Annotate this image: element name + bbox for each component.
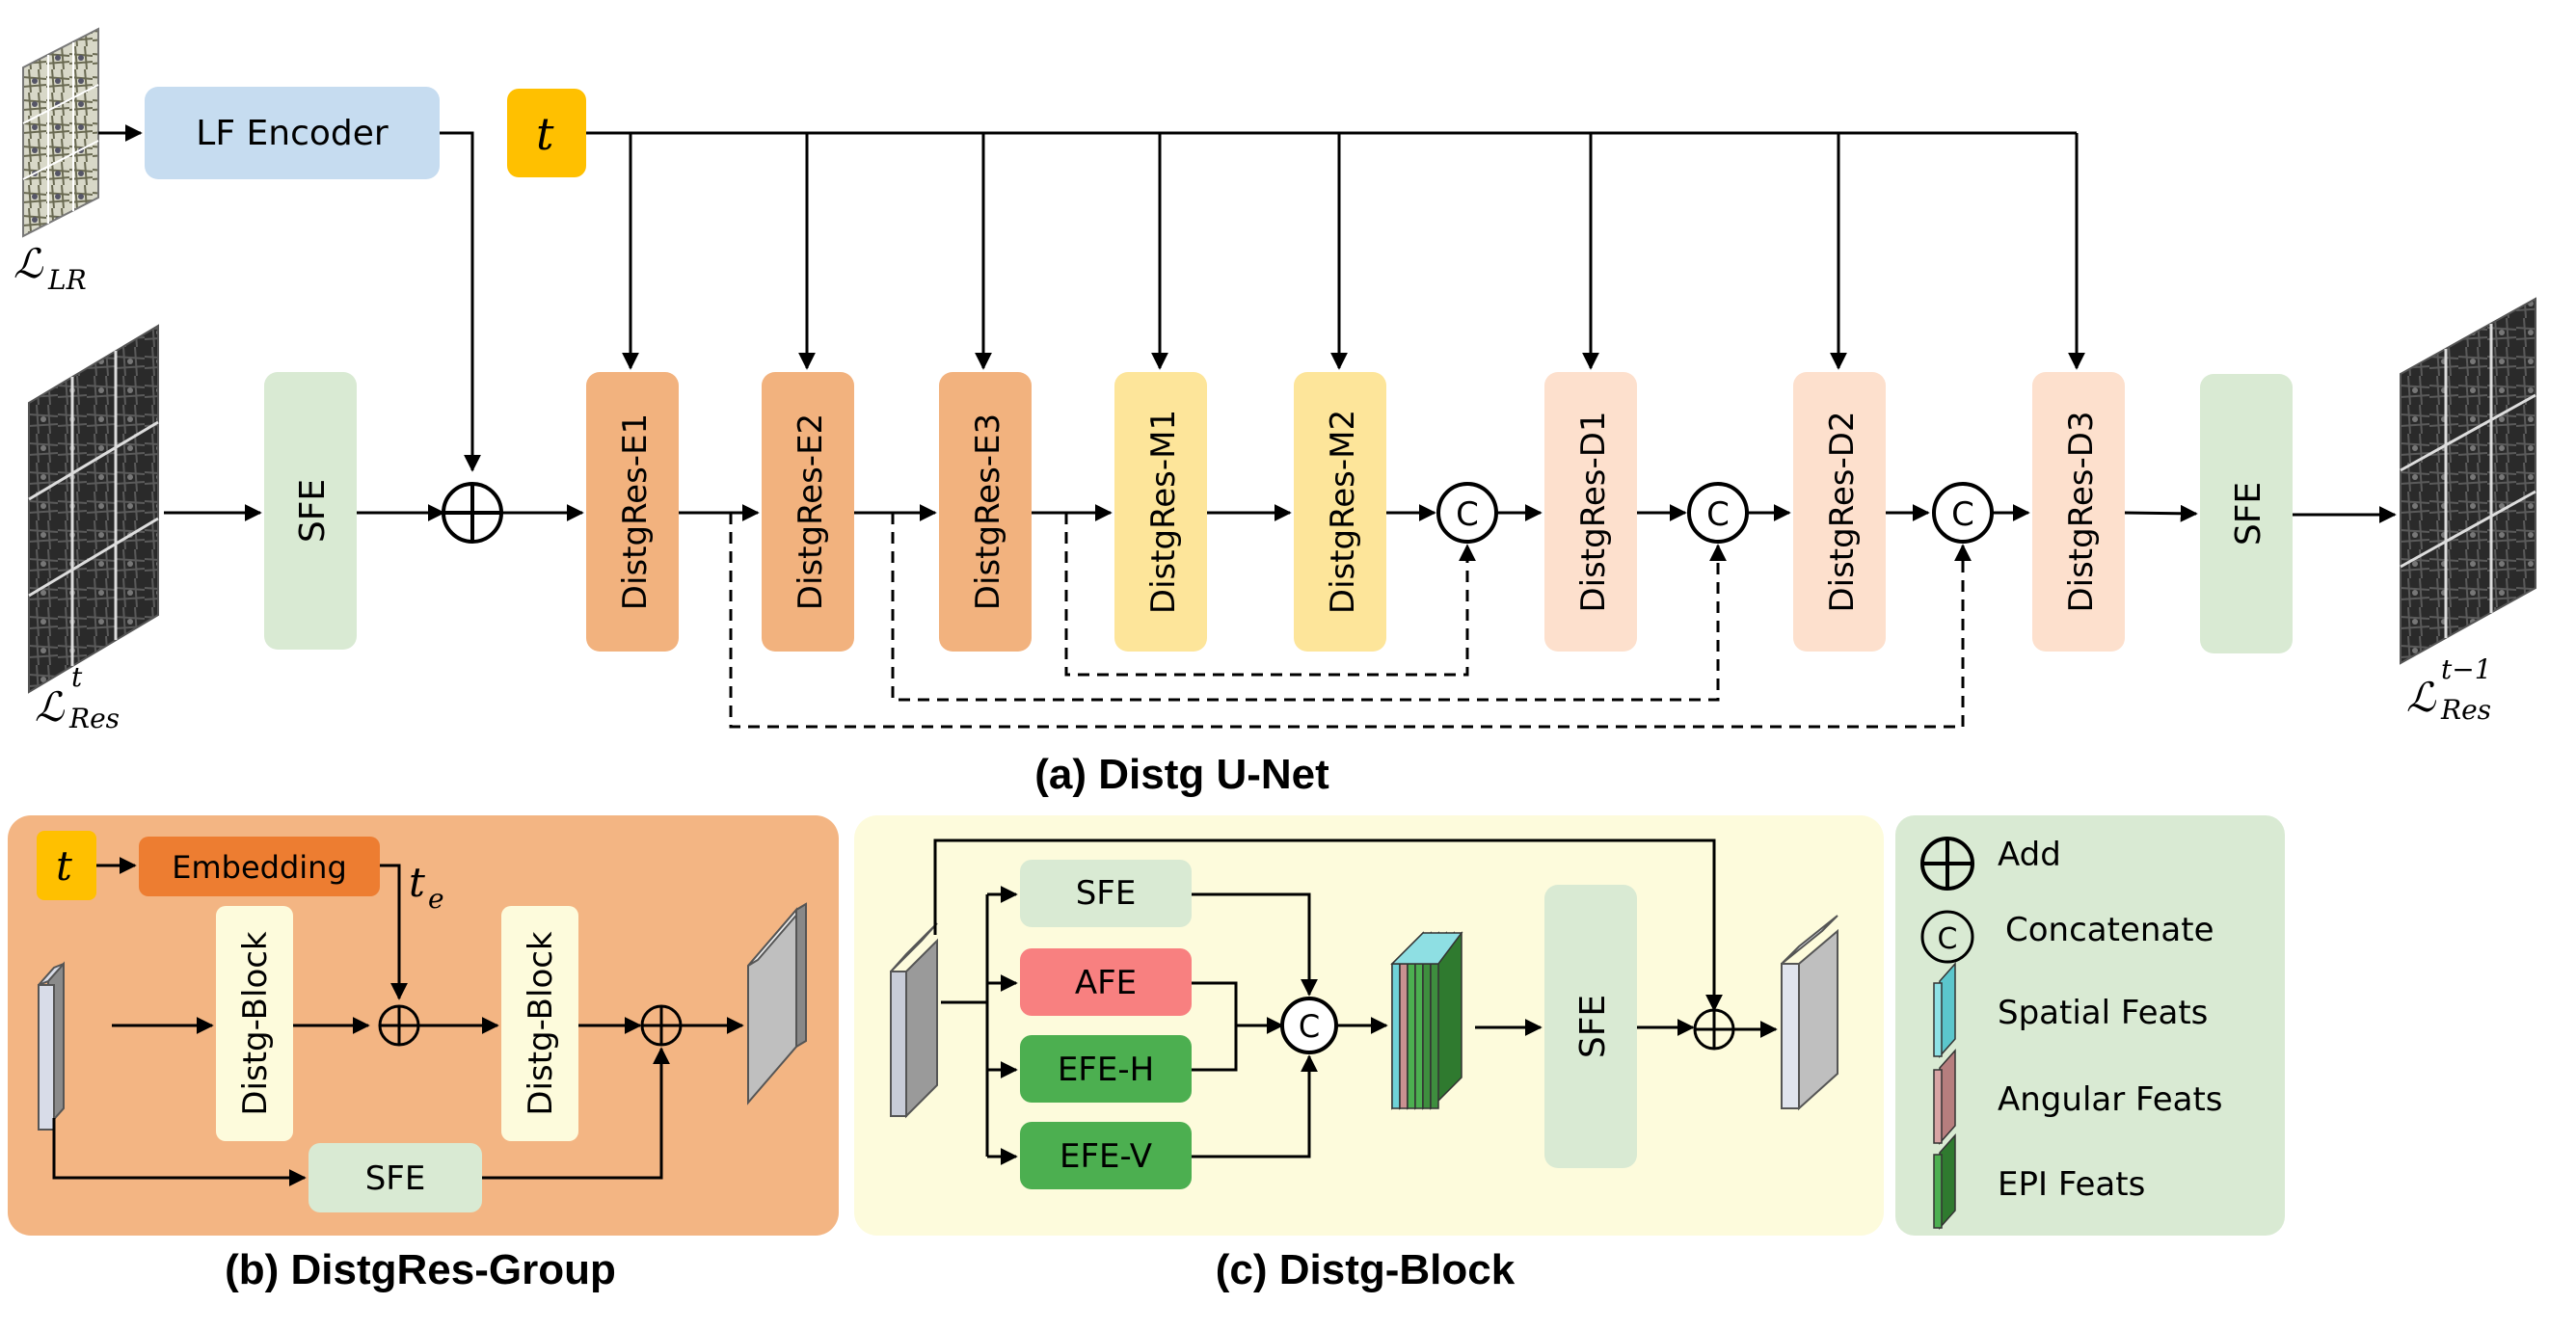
block-input-feature (890, 922, 938, 1119)
lf-encoder-box (145, 87, 440, 179)
efe-v-box (1020, 1122, 1192, 1189)
afe-label: AFE (1075, 964, 1137, 1002)
distgres-d2-label: DistgRes-D2 (1823, 411, 1862, 612)
block-output-feature (1781, 915, 1838, 1111)
sfe-output-block (2200, 374, 2293, 653)
group-time-token-label: t (56, 842, 72, 890)
afe-box (1020, 948, 1192, 1016)
legend-epi-icon (1933, 1133, 1956, 1230)
block-add-node (1693, 1008, 1735, 1051)
distgres-e2-block (762, 372, 854, 652)
lf-encoder-label: LF Encoder (196, 114, 389, 153)
lf-res-input-sup: t (71, 661, 83, 693)
group-time-token (37, 831, 96, 900)
group-sfe-label: SFE (365, 1159, 426, 1198)
distgres-e3-label: DistgRes-E3 (969, 413, 1007, 610)
legend-panel (1895, 815, 2285, 1236)
distgres-d1-block (1544, 372, 1637, 652)
block-caption: (c) Distg-Block (1216, 1246, 1516, 1293)
distgres-d1-label: DistgRes-D1 (1574, 411, 1613, 612)
legend-spatial-icon (1933, 962, 1956, 1058)
legend-concat-icon (1920, 910, 1974, 964)
lf-lr-label: ℒ (13, 240, 43, 287)
group-caption: (b) DistgRes-Group (225, 1246, 616, 1293)
concat-node-3-label: C (1951, 495, 1974, 534)
lf-lr-sub: LR (47, 264, 87, 296)
group-distg-block-2-label: Distg-Block (522, 931, 560, 1116)
lf-res-input-sub: Res (68, 703, 120, 734)
distgres-m2-block (1294, 372, 1386, 652)
distgres-m1-block (1114, 372, 1207, 652)
group-add-node-1 (378, 1004, 420, 1047)
legend-spatial-label: Spatial Feats (1998, 994, 2208, 1032)
lf-res-output-label: ℒ (2406, 674, 2436, 721)
legend-add-label: Add (1998, 836, 2061, 874)
concat-node-1-label: C (1456, 495, 1479, 534)
group-input-feature (38, 961, 65, 1131)
unet-caption: (a) Distg U-Net (1034, 751, 1329, 798)
group-distg-block-1 (216, 906, 293, 1141)
sfe-input-label: SFE (293, 479, 333, 543)
lf-res-input-label: ℒ (35, 683, 65, 731)
efe-h-label: EFE-H (1058, 1051, 1154, 1089)
legend-concat-symbol: C (1938, 922, 1958, 956)
group-add-node-2 (640, 1004, 683, 1047)
lf-res-output-image (2400, 297, 2536, 665)
legend-concat-label: Concatenate (2005, 911, 2214, 949)
legend-epi-label: EPI Feats (1998, 1165, 2145, 1204)
distgres-d2-block (1793, 372, 1886, 652)
lf-res-output-sup: t−1 (2441, 653, 2492, 685)
skip-connections (729, 513, 1972, 729)
block-sfe-box (1020, 860, 1192, 927)
block-sfe-label: SFE (1076, 874, 1137, 913)
group-distg-block-2 (501, 906, 578, 1141)
add-node (442, 482, 503, 544)
time-token-label: t (536, 108, 554, 160)
distgres-d3-block (2032, 372, 2125, 652)
legend-add-icon (1920, 837, 1974, 891)
sfe-output-label: SFE (2229, 482, 2268, 546)
group-sfe-box (309, 1143, 482, 1212)
distgres-d3-label: DistgRes-D3 (2062, 411, 2101, 612)
distgres-e3-block (939, 372, 1032, 652)
efe-v-label: EFE-V (1060, 1137, 1152, 1176)
distgres-e1-label: DistgRes-E1 (616, 413, 655, 610)
group-output-feature (747, 902, 807, 1105)
embedding-box (139, 837, 380, 896)
distgres-m2-label: DistgRes-M2 (1324, 410, 1362, 614)
lf-res-output-sub: Res (2440, 694, 2491, 726)
efe-h-box (1020, 1035, 1192, 1103)
block-sfe-right-label: SFE (1573, 995, 1613, 1058)
block-concat-label: C (1299, 1008, 1320, 1045)
sfe-input-block (264, 372, 357, 650)
legend-angular-icon (1933, 1049, 1956, 1145)
concat-node-2-label: C (1706, 495, 1730, 534)
distgres-e2-label: DistgRes-E2 (792, 413, 830, 610)
te-label: t (409, 859, 425, 906)
distgres-e1-block (586, 372, 679, 652)
block-sfe-right (1544, 885, 1637, 1168)
lf-lr-image (22, 27, 99, 238)
embedding-label: Embedding (172, 849, 347, 886)
group-distg-block-1-label: Distg-Block (236, 931, 275, 1116)
te-sub: e (428, 883, 444, 915)
time-token (507, 89, 586, 177)
distgres-m1-label: DistgRes-M1 (1144, 410, 1183, 614)
lf-res-input-image (28, 324, 159, 694)
legend-angular-label: Angular Feats (1998, 1080, 2223, 1119)
concat-feature-stack (1390, 931, 1463, 1110)
